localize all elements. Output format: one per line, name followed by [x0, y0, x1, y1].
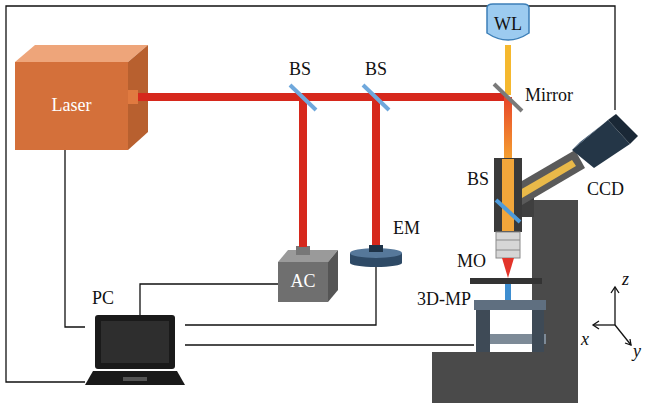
ac-input-port [296, 246, 310, 255]
camera-shape [568, 110, 638, 168]
transmitted-beam [505, 284, 511, 300]
white-light-source: WL [483, 4, 533, 45]
microscope-base [432, 352, 578, 403]
stage-shape [474, 300, 546, 352]
computer: PC [85, 315, 185, 393]
device-label: EM [392, 219, 421, 239]
motion-stage: 3D-MP [474, 300, 546, 352]
part-label: BS [466, 170, 490, 190]
beam-splitter [363, 85, 389, 110]
sample-slide [470, 278, 542, 284]
device-label: AC [290, 272, 315, 292]
laser-nozzle [128, 90, 138, 104]
laptop-base [85, 371, 185, 385]
microscope-tube [494, 158, 522, 232]
laser-top-face [15, 45, 148, 62]
laser-beam-ac [299, 97, 307, 247]
signal-wire [185, 344, 474, 345]
part-label: MO [456, 252, 487, 272]
signal-wire [6, 6, 615, 382]
axis-label: z [621, 270, 630, 290]
laptop-screen [95, 315, 175, 369]
combined-beam [504, 97, 512, 159]
device-label: PC [91, 289, 115, 309]
axis-label: x [580, 330, 590, 350]
part-label: BS [288, 60, 312, 80]
stage-post [532, 310, 544, 352]
beam-splitter [290, 85, 316, 110]
meter-base [350, 259, 402, 267]
objective-band [496, 240, 520, 241]
energy-meter: EM [350, 247, 402, 267]
laptop-display [101, 321, 169, 363]
autocorrelator: AC [278, 262, 328, 302]
ccd-camera: CCD [568, 110, 638, 168]
meter-head [369, 245, 383, 252]
laser-beam [138, 93, 508, 101]
device-label: Laser [52, 96, 92, 116]
laser-source: Laser [15, 62, 128, 150]
axes [593, 287, 631, 345]
objective-band [496, 250, 520, 251]
white-light-beam [505, 45, 511, 95]
tube-beam-splitter [496, 200, 520, 222]
axis-label: y [632, 342, 642, 362]
objective-lens [496, 232, 520, 258]
camera-light-path [520, 160, 576, 198]
lamp-body [487, 4, 529, 40]
signal-wire [140, 284, 278, 315]
laser-beam-em [372, 97, 380, 247]
mirror [494, 84, 522, 111]
part-label: Mirror [524, 86, 574, 106]
disk-shape [350, 247, 402, 267]
stage-post [476, 310, 490, 352]
stage-plate [474, 300, 546, 310]
camera-side [608, 114, 638, 144]
signal-wire [65, 150, 85, 327]
part-label: BS [364, 60, 388, 80]
laptop-touchpad [123, 377, 147, 381]
focused-beam [502, 258, 514, 278]
camera-arm [515, 150, 585, 205]
ac-side-face [328, 250, 338, 302]
device-label: CCD [586, 180, 625, 200]
laptop-shape [85, 315, 185, 393]
tube-beam [502, 159, 514, 231]
device-label: 3D-MP [416, 290, 472, 310]
device-label: WL [494, 15, 522, 35]
